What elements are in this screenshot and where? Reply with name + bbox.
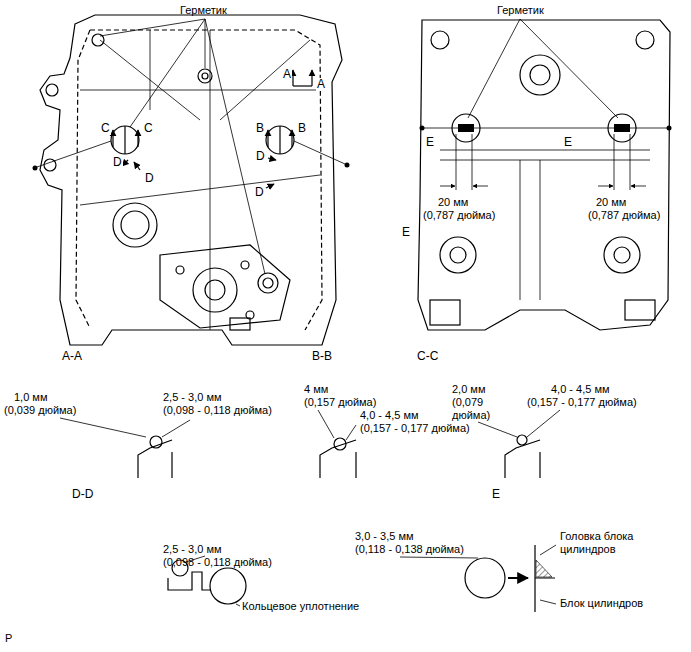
dimension-label: 3,0 - 3,5 мм [355, 530, 414, 543]
dimension-label: 4 мм [304, 383, 328, 396]
section-name: D-D [72, 488, 93, 501]
section-letter: C [100, 122, 111, 135]
part-label: Головка блока цилиндров [560, 530, 660, 556]
section-name: B-B [312, 350, 332, 363]
section-letter: D [112, 156, 123, 169]
section-letter: B [297, 122, 307, 135]
section-letter: D [144, 172, 155, 185]
dimension-label: (0,157 дюйма) [304, 396, 376, 409]
dimension-label: (0,098 - 0,118 дюйма) [163, 556, 272, 569]
section-letter: B [255, 122, 265, 135]
section-letter: E [563, 136, 573, 149]
section-name: E [492, 488, 500, 501]
dimension-label: (0,157 - 0,177 дюйма) [527, 396, 637, 409]
dimension-label: (0,098 - 0,118 дюйма) [163, 404, 272, 417]
sealant-label: Герметик [180, 4, 227, 17]
section-letter: A [316, 78, 326, 91]
section-name: A-A [62, 350, 82, 363]
dimension-label: 20 мм [438, 196, 468, 209]
part-label: Кольцевое уплотнение [242, 600, 359, 613]
dimension-label: 2,5 - 3,0 мм [163, 391, 222, 404]
dimension-label: 4,0 - 4,5 мм [551, 383, 610, 396]
dimension-label: (0,118 - 0,138 дюйма) [355, 543, 464, 556]
section-letter: E [425, 136, 435, 149]
dimension-label: (0,079 дюйма) [452, 396, 504, 422]
page-code: P [5, 632, 12, 645]
section-letter: E [402, 226, 410, 239]
section-letter: C [143, 122, 154, 135]
sealant-label: Герметик [497, 4, 544, 17]
dimension-label: 2,0 мм [452, 383, 485, 396]
section-name: C-C [417, 350, 438, 363]
dimension-label: (0,787 дюйма) [588, 209, 660, 222]
part-label: Блок цилиндров [560, 597, 643, 610]
dimension-label: (0,039 дюйма) [4, 404, 76, 417]
dimension-label: 4,0 - 4,5 мм [360, 409, 419, 422]
dimension-label: 20 мм [596, 196, 626, 209]
section-letter: D [255, 150, 266, 163]
dimension-label: 2,5 - 3,0 мм [163, 543, 222, 556]
dimension-label: (0,787 дюйма) [423, 209, 495, 222]
dimension-label: 1,0 мм [14, 391, 47, 404]
section-letter: A [282, 68, 292, 81]
dimension-label: (0,157 - 0,177 дюйма) [360, 422, 470, 435]
section-letter: D [254, 186, 265, 199]
